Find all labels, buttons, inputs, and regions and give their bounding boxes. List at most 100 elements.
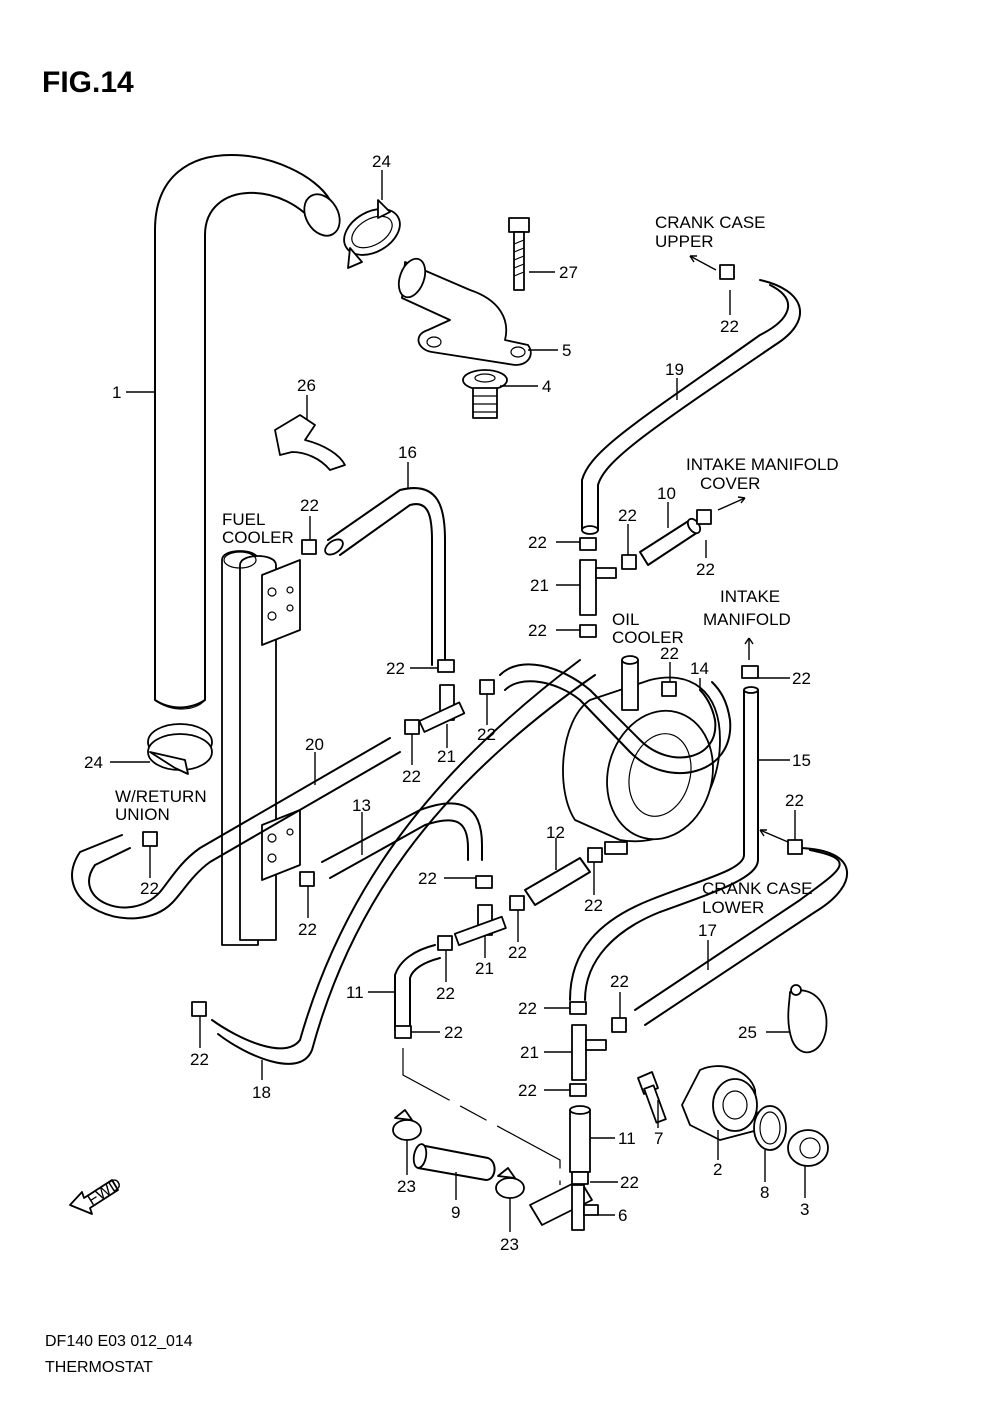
callout-part-22: 22 bbox=[792, 669, 811, 688]
callout-part-13: 13 bbox=[352, 796, 371, 815]
footer-name: THERMOSTAT bbox=[45, 1359, 153, 1376]
clamp-part-23-left bbox=[392, 1109, 422, 1141]
callout-part-22: 22 bbox=[300, 496, 319, 515]
cover-part-2 bbox=[681, 1065, 759, 1141]
clamp-part-23-right bbox=[495, 1167, 525, 1199]
callout-part-22: 22 bbox=[508, 943, 527, 962]
callout-part-22: 22 bbox=[785, 791, 804, 810]
callout-part-22: 22 bbox=[418, 869, 437, 888]
note-crank-case-upper-line2: UPPER bbox=[655, 232, 714, 251]
clip-part-26 bbox=[274, 414, 346, 471]
hose-part-1 bbox=[154, 154, 341, 710]
hose-part-18 bbox=[211, 659, 596, 1065]
fwd-label: FWD bbox=[85, 1175, 125, 1209]
callout-part-27: 27 bbox=[559, 263, 578, 282]
note-intake-manifold-line1: INTAKE bbox=[720, 587, 780, 606]
callout-part-21: 21 bbox=[530, 576, 549, 595]
callout-part-1: 1 bbox=[112, 383, 121, 402]
hose-part-11-lower bbox=[569, 1105, 591, 1173]
forward-arrow-icon: FWD bbox=[69, 1175, 125, 1215]
callout-part-22: 22 bbox=[528, 533, 547, 552]
hose-part-9 bbox=[412, 1143, 496, 1181]
note-crank-case-lower-line1: CRANK CASE bbox=[702, 879, 813, 898]
note-return-union-line2: UNION bbox=[115, 805, 170, 824]
note-fuel-cooler-line1: FUEL bbox=[222, 510, 265, 529]
hose-part-12 bbox=[524, 857, 591, 906]
callout-part-10: 10 bbox=[657, 484, 676, 503]
bolt-part-7 bbox=[637, 1071, 667, 1124]
thermostat-cover-part-5 bbox=[397, 257, 532, 366]
bolt-part-27 bbox=[508, 217, 530, 291]
clamp-part-24-top bbox=[343, 199, 401, 269]
union-part-6 bbox=[529, 1179, 599, 1231]
hose-part-17 bbox=[634, 847, 849, 1026]
note-crank-case-lower-line2: LOWER bbox=[702, 898, 764, 917]
clamps-part-22 bbox=[142, 264, 803, 1185]
callout-part-22: 22 bbox=[618, 506, 637, 525]
callout-part-22: 22 bbox=[298, 920, 317, 939]
union-part-21-upper bbox=[579, 559, 617, 616]
callout-part-15: 15 bbox=[792, 751, 811, 770]
callout-part-26: 26 bbox=[297, 376, 316, 395]
callout-part-18: 18 bbox=[252, 1083, 271, 1102]
callouts: 1 24 24 27 5 4 26 16 22 19 10 22 22 22 2… bbox=[84, 152, 811, 1254]
callout-part-14: 14 bbox=[690, 659, 709, 678]
callout-part-22: 22 bbox=[402, 767, 421, 786]
callout-part-21: 21 bbox=[437, 747, 456, 766]
callout-part-7: 7 bbox=[654, 1129, 663, 1148]
callout-part-17: 17 bbox=[698, 921, 717, 940]
note-crank-case-upper-line1: CRANK CASE bbox=[655, 213, 766, 232]
hose-part-10 bbox=[639, 517, 702, 566]
hose-part-14 bbox=[499, 663, 732, 775]
hose-part-13 bbox=[321, 802, 483, 879]
callout-part-2: 2 bbox=[713, 1160, 722, 1179]
callout-part-22: 22 bbox=[190, 1050, 209, 1069]
callout-part-22: 22 bbox=[477, 725, 496, 744]
callout-part-5: 5 bbox=[562, 341, 571, 360]
callout-part-21: 21 bbox=[520, 1043, 539, 1062]
hose-part-11-upper bbox=[394, 944, 441, 1031]
note-intake-manifold-line2: MANIFOLD bbox=[703, 610, 791, 629]
callout-part-22: 22 bbox=[720, 317, 739, 336]
leader-lines bbox=[110, 170, 806, 1232]
note-intake-cover-line1: INTAKE MANIFOLD bbox=[686, 455, 839, 474]
note-oil-cooler-line2: COOLER bbox=[612, 628, 684, 647]
union-part-21-lower bbox=[571, 1024, 607, 1081]
union-part-21-left bbox=[418, 684, 466, 733]
notes: CRANK CASE UPPER INTAKE MANIFOLD COVER I… bbox=[115, 213, 839, 917]
footer-code: DF140 E03 012_014 bbox=[45, 1333, 193, 1350]
callout-part-9: 9 bbox=[451, 1203, 460, 1222]
callout-part-22: 22 bbox=[436, 984, 455, 1003]
o-ring-part-8 bbox=[753, 1105, 787, 1151]
callout-part-23: 23 bbox=[397, 1177, 416, 1196]
callout-part-22: 22 bbox=[696, 560, 715, 579]
callout-part-22: 22 bbox=[386, 659, 405, 678]
callout-part-23: 23 bbox=[500, 1235, 519, 1254]
hose-part-20 bbox=[71, 737, 401, 920]
callout-part-6: 6 bbox=[618, 1206, 627, 1225]
thermostat-part-4 bbox=[462, 369, 508, 419]
figure-title: FIG.14 bbox=[42, 66, 134, 99]
callout-part-12: 12 bbox=[546, 823, 565, 842]
hose-part-15 bbox=[569, 686, 759, 1001]
callout-part-22: 22 bbox=[140, 879, 159, 898]
callout-part-22: 22 bbox=[660, 644, 679, 663]
direction-arrows bbox=[689, 255, 789, 843]
hose-part-16 bbox=[324, 487, 446, 666]
callout-part-4: 4 bbox=[542, 377, 551, 396]
callout-part-3: 3 bbox=[800, 1200, 809, 1219]
callout-part-22: 22 bbox=[610, 972, 629, 991]
note-intake-cover-line2: COVER bbox=[700, 474, 760, 493]
callout-part-22: 22 bbox=[528, 621, 547, 640]
callout-part-22: 22 bbox=[620, 1173, 639, 1192]
callout-part-22: 22 bbox=[518, 1081, 537, 1100]
clamp-part-24-bottom bbox=[147, 723, 213, 775]
clip-part-25 bbox=[787, 984, 828, 1054]
note-return-union-line1: W/RETURN bbox=[115, 787, 207, 806]
fuel-cooler-body bbox=[221, 550, 301, 946]
callout-part-22: 22 bbox=[518, 999, 537, 1018]
assembly-guide-line bbox=[402, 1048, 561, 1185]
callout-part-16: 16 bbox=[398, 443, 417, 462]
